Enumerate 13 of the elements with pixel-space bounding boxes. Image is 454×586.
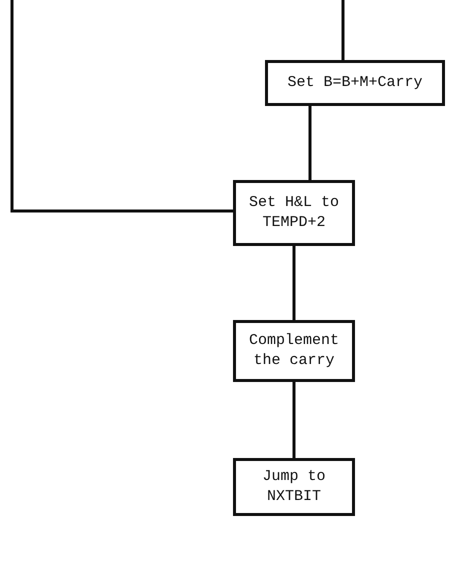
box-label: Set B=B+M+Carry bbox=[287, 72, 423, 93]
box-label: Jump to NXTBIT bbox=[261, 466, 326, 507]
process-box bbox=[233, 180, 355, 246]
connector-line bbox=[308, 106, 312, 180]
process-box bbox=[265, 60, 445, 106]
connector-line bbox=[292, 382, 296, 458]
connector-line bbox=[10, 0, 233, 212]
box-label: Set H&L to TEMPD+2 bbox=[248, 192, 340, 233]
process-box bbox=[233, 458, 355, 516]
box-label: Complement the carry bbox=[248, 330, 340, 371]
connector-line bbox=[342, 0, 344, 60]
process-box bbox=[233, 320, 355, 382]
connector-line bbox=[292, 246, 296, 320]
